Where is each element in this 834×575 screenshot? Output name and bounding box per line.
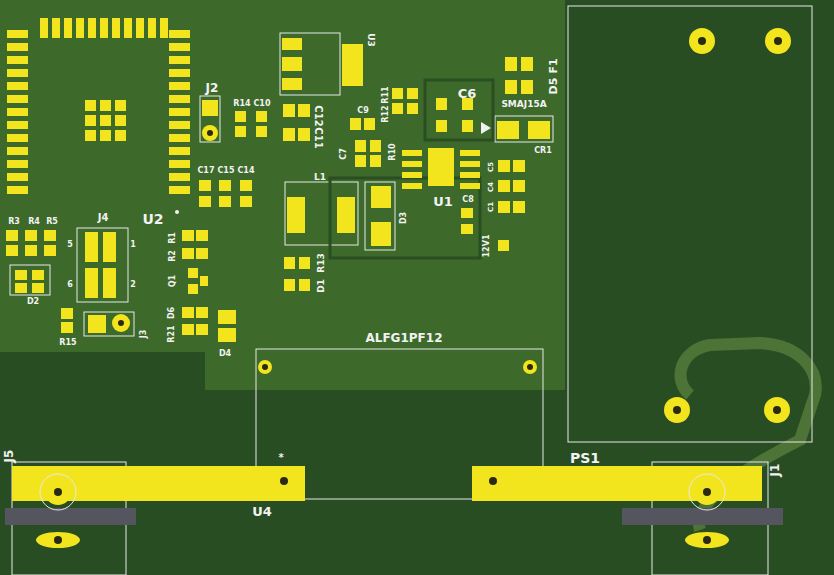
silkscreen-label: D2 bbox=[27, 298, 39, 306]
silkscreen-label: C15 bbox=[217, 167, 234, 175]
silkscreen-label: U3 bbox=[366, 33, 375, 47]
silkscreen-label: R3 bbox=[8, 218, 20, 226]
connector-body bbox=[5, 508, 136, 525]
silkscreen-label: J4 bbox=[98, 213, 109, 223]
silkscreen-label: U4 bbox=[252, 505, 272, 518]
silkscreen-label: R1 bbox=[169, 232, 177, 244]
trace bbox=[680, 343, 815, 530]
pad-rings bbox=[40, 474, 725, 510]
silkscreen-label: J5 bbox=[3, 450, 15, 463]
silkscreen-label: CR1 bbox=[534, 147, 552, 155]
silkscreen-label: R5 bbox=[46, 218, 58, 226]
diode-mark bbox=[481, 122, 491, 134]
silkscreen-label: C10 bbox=[253, 100, 270, 108]
silkscreen-label: C7 bbox=[340, 148, 348, 159]
silkscreen-label: L1 bbox=[314, 173, 326, 182]
silkscreen-label: R21 bbox=[168, 325, 176, 342]
silkscreen-label: C4 bbox=[488, 182, 495, 192]
courtyards bbox=[330, 80, 493, 258]
silkscreen-label: R12 bbox=[382, 105, 390, 122]
silkscreen-label: C14 bbox=[237, 167, 254, 175]
silkscreen-label: PS1 bbox=[570, 451, 600, 465]
silkscreen-label: R14 bbox=[233, 100, 250, 108]
thru-pads bbox=[36, 360, 729, 548]
u2-pads bbox=[7, 18, 190, 194]
ps1-outline bbox=[568, 6, 812, 442]
drill-holes bbox=[54, 130, 711, 544]
silkscreen-label: R2 bbox=[169, 250, 177, 262]
silkscreen-label: U1 bbox=[433, 195, 453, 208]
silkscreen-label: R10 bbox=[389, 143, 397, 160]
silkscreen-label: J2 bbox=[206, 82, 219, 94]
silkscreen-label: C1 bbox=[488, 202, 495, 212]
silkscreen-label: R4 bbox=[28, 218, 40, 226]
copper-pour bbox=[0, 0, 565, 390]
silkscreen-label: 5 bbox=[67, 241, 73, 249]
silkscreen-label: 2 bbox=[130, 281, 136, 289]
silkscreen-label: C12 bbox=[313, 105, 323, 126]
silkscreen-label: C5 bbox=[488, 162, 495, 172]
silkscreen-label: 1 bbox=[130, 241, 136, 249]
silkscreen-label: R15 bbox=[59, 339, 76, 347]
silkscreen-label: J3 bbox=[140, 330, 148, 339]
silkscreen-label: J1 bbox=[769, 464, 781, 477]
silkscreen-label: C17 bbox=[197, 167, 214, 175]
silkscreen-label: SMAJ15A bbox=[501, 100, 546, 109]
silkscreen-label: F1 bbox=[548, 58, 559, 73]
silkscreen-label: * bbox=[278, 453, 283, 463]
silkscreen-label: ALFG1PF12 bbox=[365, 332, 442, 344]
silkscreen bbox=[10, 33, 768, 575]
connector-body bbox=[622, 508, 783, 525]
silkscreen-label: C11 bbox=[313, 127, 323, 148]
silkscreen-label: D5 bbox=[548, 78, 559, 95]
silkscreen-label: D3 bbox=[400, 212, 408, 224]
ps1-pads bbox=[664, 28, 791, 423]
silkscreen-label: Q1 bbox=[169, 275, 177, 287]
silkscreen-label: C9 bbox=[357, 107, 368, 115]
silkscreen-label: R11 bbox=[382, 86, 390, 103]
silkscreen-label: D4 bbox=[219, 350, 231, 358]
silkscreen-label: 12V1 bbox=[483, 235, 491, 258]
pin1-dot bbox=[175, 210, 179, 214]
silkscreen-label: R13 bbox=[317, 253, 326, 272]
smd-pads bbox=[6, 38, 550, 342]
silkscreen-label: C8 bbox=[462, 196, 473, 204]
silkscreen-label: U2 bbox=[142, 212, 163, 226]
silkscreen-label: 6 bbox=[67, 281, 73, 289]
silkscreen-label: C6 bbox=[458, 87, 477, 100]
silkscreen-label: D6 bbox=[168, 307, 176, 319]
silkscreen-label: D1 bbox=[317, 279, 326, 293]
drill-holes bbox=[673, 37, 782, 414]
